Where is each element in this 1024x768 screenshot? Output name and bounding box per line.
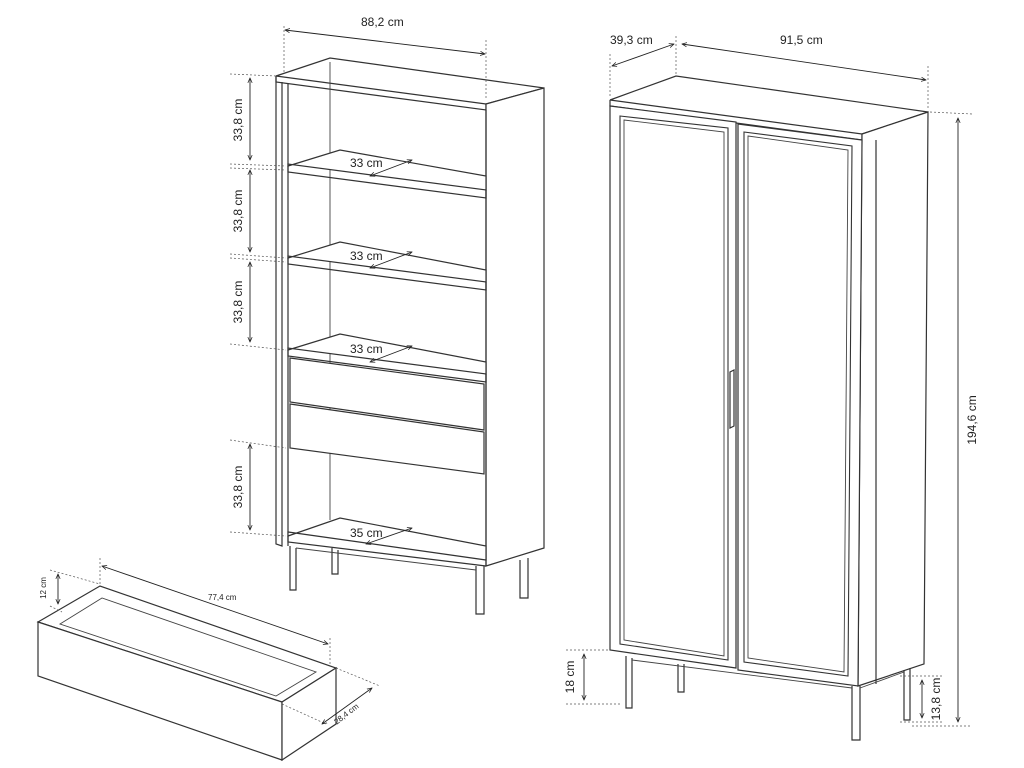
label-shelf-height-2: 33,8 cm [231,190,245,233]
label-shelf-width: 88,2 cm [361,15,404,29]
label-shelf-depth-2: 33 cm [350,249,383,263]
label-leg-height: 18 cm [563,661,577,694]
label-shelf-height-3: 33,8 cm [231,281,245,324]
open-cabinet-dimensions: 88,2 cm 33,8 cm 33,8 cm 33,8 cm 33,8 cm … [229,15,487,544]
closed-cabinet-drawing [609,75,929,741]
label-shelf-depth-4: 35 cm [350,526,383,540]
label-base-clearance: 13,8 cm [929,678,943,721]
label-drawer-height: 12 cm [39,577,48,599]
open-cabinet-drawing [275,57,545,615]
closed-cabinet-dimensions: 39,3 cm 91,5 cm 194,6 cm 18 cm 13,8 cm [563,33,979,727]
label-shelf-depth-3: 33 cm [350,342,383,356]
label-cabinet-height: 194,6 cm [965,395,979,444]
label-shelf-height-1: 33,8 cm [231,99,245,142]
label-shelf-height-4: 33,8 cm [231,466,245,509]
label-shelf-depth-1: 33 cm [350,156,383,170]
label-drawer-length: 77,4 cm [208,593,237,602]
drawer-drawing [36,585,338,762]
label-cabinet-depth: 39,3 cm [610,33,653,47]
label-cabinet-width: 91,5 cm [780,33,823,47]
